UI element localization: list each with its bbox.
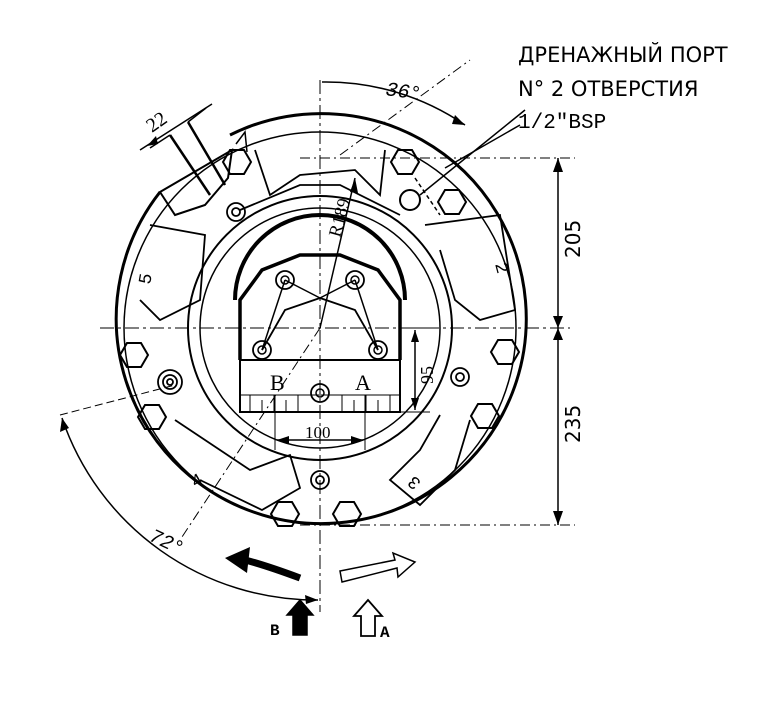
bolt-circles (157, 202, 470, 490)
segment-3-label: 3 (405, 470, 426, 492)
hex-hole (269, 501, 301, 527)
segment-2-label: 2 (489, 260, 511, 276)
upper-height-label: 205 (561, 220, 585, 258)
rotation-arrow-b (225, 547, 302, 582)
segment-5-label: 5 (136, 272, 158, 286)
hex-hole (118, 342, 150, 368)
angle-36-arc (321, 81, 466, 126)
mounting-holes (118, 149, 521, 527)
rotation-b-label: B (270, 622, 280, 640)
port-block (238, 253, 402, 413)
radius-label: R189 (325, 196, 354, 239)
center-lines (100, 59, 570, 612)
drain-hole (399, 189, 421, 211)
hex-hole (469, 403, 501, 429)
radius-leader (319, 177, 358, 329)
vertical-dimensions (300, 157, 575, 526)
hex-hole (136, 404, 168, 430)
width-dimension (274, 395, 366, 450)
angle-36-label: 36° (384, 79, 423, 107)
arrow-a (352, 598, 384, 637)
rotation-a-label: A (380, 624, 390, 642)
thread-label: 1/2″BSP (518, 112, 606, 135)
hex-hole (331, 501, 363, 527)
angle-72-arc (59, 384, 319, 604)
drain-leader (414, 109, 526, 216)
port-a-label: A (355, 370, 371, 395)
inner-rings (187, 195, 453, 461)
port-width-label: 100 (305, 423, 331, 442)
hex-hole (489, 339, 521, 365)
arrow-b (285, 598, 315, 636)
outer-body (114, 112, 528, 526)
port-b-label: B (270, 370, 285, 395)
lower-height-label: 235 (561, 405, 585, 443)
port-height-label: 95 (417, 366, 437, 384)
drain-port-title: ДРЕНАЖНЫЙ ПОРТ (518, 42, 728, 67)
hex-hole (389, 149, 421, 175)
slot-dimension (139, 103, 227, 196)
hex-hole (221, 149, 253, 175)
rotation-arrow-a (339, 551, 417, 583)
angle-72-label: 72° (145, 525, 187, 561)
hole-count-label: N° 2 ОТВЕРСТИЯ (518, 77, 698, 101)
hex-hole (436, 189, 468, 215)
spoke-pockets (139, 149, 517, 512)
